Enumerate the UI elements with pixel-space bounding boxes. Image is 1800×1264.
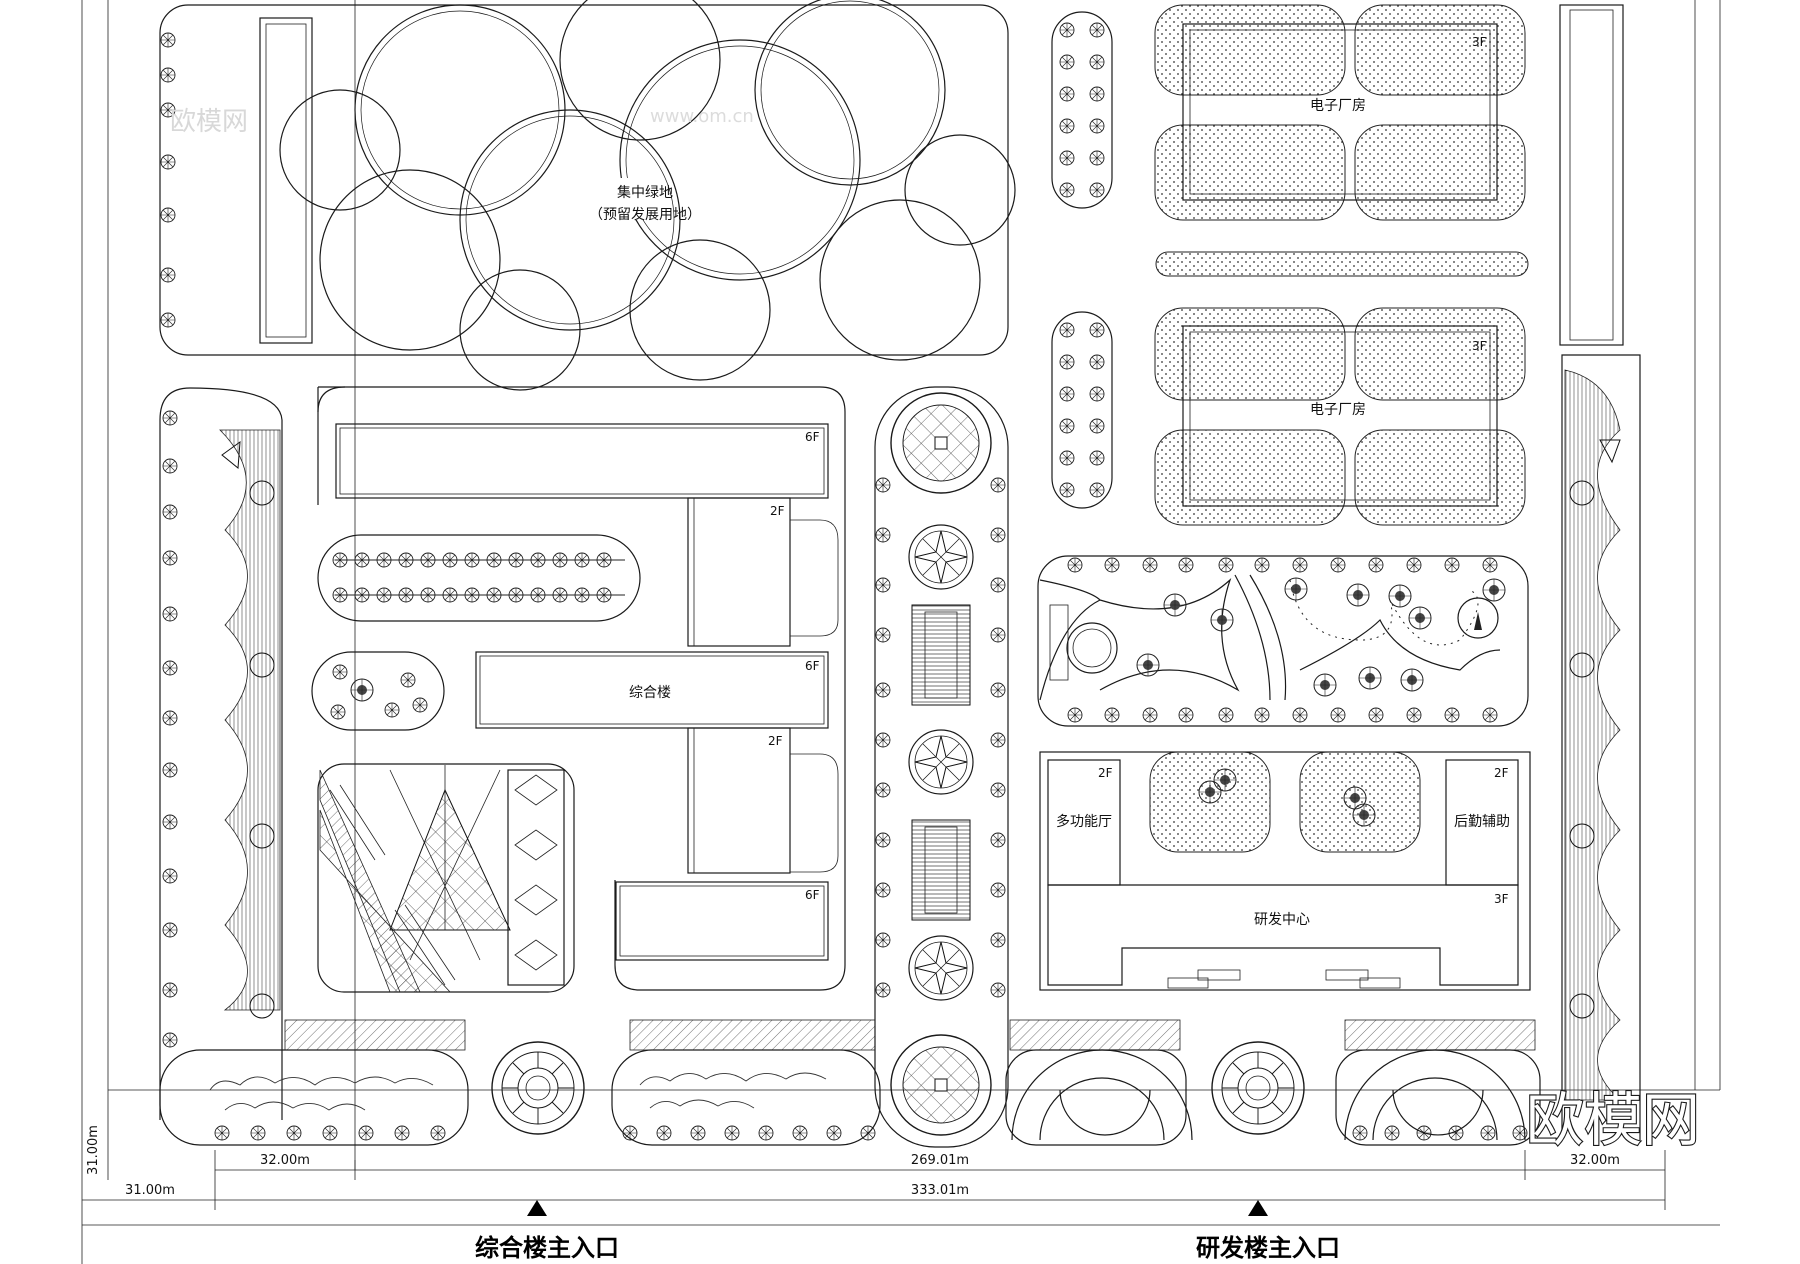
watermark-text: 欧模网 [170, 107, 248, 137]
complex-bottom-floors: 6F [805, 888, 820, 902]
factory-1-floors: 3F [1472, 35, 1487, 49]
rnd-entrance-label: 研发楼主入口 [1196, 1234, 1340, 1262]
rnd-floors: 3F [1494, 892, 1509, 906]
oval-garden [311, 651, 445, 731]
factory-tree-rows [1051, 11, 1113, 509]
green-space-subtitle: （预留发展用地） [589, 207, 701, 223]
entrances: 综合楼主入口 研发楼主入口 [475, 1200, 1340, 1262]
right-landscape-strip [1559, 4, 1641, 1140]
dim-left-setback-width: 31.00m [125, 1183, 175, 1198]
complex-label: 综合楼 [629, 685, 671, 701]
left-tree-column [160, 32, 178, 1048]
complex-wing-lower-floors: 2F [768, 734, 783, 748]
hall-label: 多功能厅 [1056, 813, 1112, 830]
free-form-garden [1037, 555, 1529, 727]
parking-strip [317, 534, 641, 622]
dim-total-span: 333.01m [911, 1183, 969, 1198]
logistics-floors: 2F [1494, 766, 1509, 780]
complex-entrance-arrow-icon [527, 1200, 547, 1216]
hall-floors: 2F [1098, 766, 1113, 780]
factory-2-label: 电子厂房 [1310, 402, 1366, 418]
complex-wing-upper-floors: 2F [770, 504, 785, 518]
factory-2-floors: 3F [1472, 339, 1487, 353]
dim-right-strip: 32.00m [1570, 1153, 1620, 1168]
dim-left-setback-height: 31.00m [86, 1125, 101, 1175]
complex-top-floors: 6F [805, 430, 820, 444]
rnd-center-group: 2F 多功能厅 2F 后勤辅助 3F 研发中心 [1039, 751, 1531, 991]
bottom-planters [159, 1019, 1541, 1146]
factory-building-2: 3F 电子厂房 [1154, 307, 1526, 526]
factory-divider-hedge [1155, 251, 1529, 277]
central-green-space: 集中绿地 （预留发展用地） [159, 0, 1016, 391]
watermark: www.om.cn 欧模网 欧模网 [170, 106, 1701, 1155]
dimension-lines: 31.00m 31.00m 32.00m 269.01m 32.00m 333.… [82, 1090, 1666, 1210]
watermark-site-text: www.om.cn [650, 106, 754, 127]
green-space-title: 集中绿地 [617, 184, 673, 201]
round-plazas [491, 1041, 1526, 1141]
factory-building-1: 3F 电子厂房 [1154, 4, 1526, 221]
watermark-logo: 欧模网 [1526, 1086, 1700, 1154]
rnd-label: 研发中心 [1254, 912, 1310, 928]
complex-entrance-label: 综合楼主入口 [475, 1234, 619, 1262]
dim-middle-span: 269.01m [911, 1153, 969, 1168]
complex-building: 6F 2F 6F 综合楼 2F 6F [317, 386, 846, 991]
central-axis [874, 386, 1009, 1148]
rnd-entrance-arrow-icon [1248, 1200, 1268, 1216]
left-landscape-strip [159, 387, 283, 1120]
complex-mid-floors: 6F [805, 659, 820, 673]
factory-1-label: 电子厂房 [1310, 98, 1366, 114]
geometric-court [317, 763, 575, 993]
logistics-label: 后勤辅助 [1454, 814, 1510, 830]
dim-left-strip: 32.00m [260, 1153, 310, 1168]
